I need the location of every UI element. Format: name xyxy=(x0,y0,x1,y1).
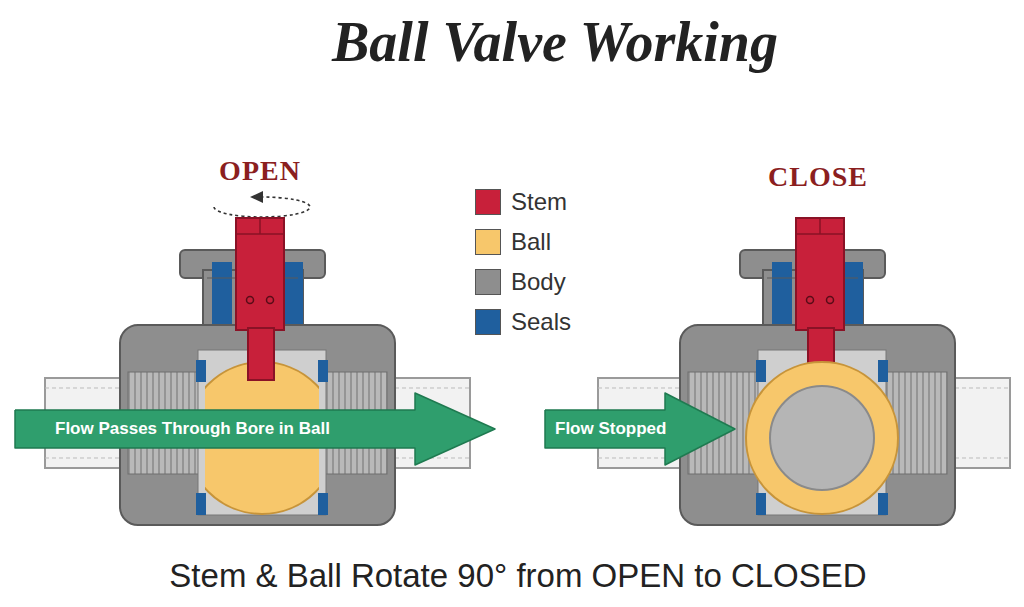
valve-ball xyxy=(746,362,898,514)
flow-arrow: Flow Stopped xyxy=(545,393,735,465)
flow-arrow: Flow Passes Through Bore in Ball xyxy=(15,393,495,465)
legend-swatch xyxy=(475,309,501,335)
rotation-arrowhead xyxy=(250,191,263,203)
legend-text: Body xyxy=(511,268,566,296)
arrow-outline xyxy=(545,393,735,465)
legend-text: Seals xyxy=(511,308,571,336)
closed-valve xyxy=(598,218,1010,525)
legend-entry: Seals xyxy=(475,302,571,342)
legend-entry: Ball xyxy=(475,222,571,262)
diagram-title: Ball Valve Working xyxy=(332,12,778,74)
open-valve xyxy=(45,191,470,525)
state-label: OPEN xyxy=(219,156,301,187)
legend-swatch xyxy=(475,189,501,215)
flow-text: Flow Stopped xyxy=(555,419,666,439)
legend-swatch xyxy=(475,269,501,295)
flow-text: Flow Passes Through Bore in Ball xyxy=(55,419,330,439)
arrow-outline xyxy=(15,393,495,465)
legend-text: Ball xyxy=(511,228,551,256)
valve-stem xyxy=(796,218,844,380)
legend-text: Stem xyxy=(511,188,567,216)
valve-stem xyxy=(236,218,284,380)
ball-bore xyxy=(770,386,874,490)
legend-swatch xyxy=(475,229,501,255)
diagram-caption: Stem & Ball Rotate 90° from OPEN to CLOS… xyxy=(169,556,866,596)
state-label: CLOSE xyxy=(768,162,868,193)
legend-entry: Body xyxy=(475,262,571,302)
legend: StemBallBodySeals xyxy=(475,182,571,342)
legend-entry: Stem xyxy=(475,182,571,222)
